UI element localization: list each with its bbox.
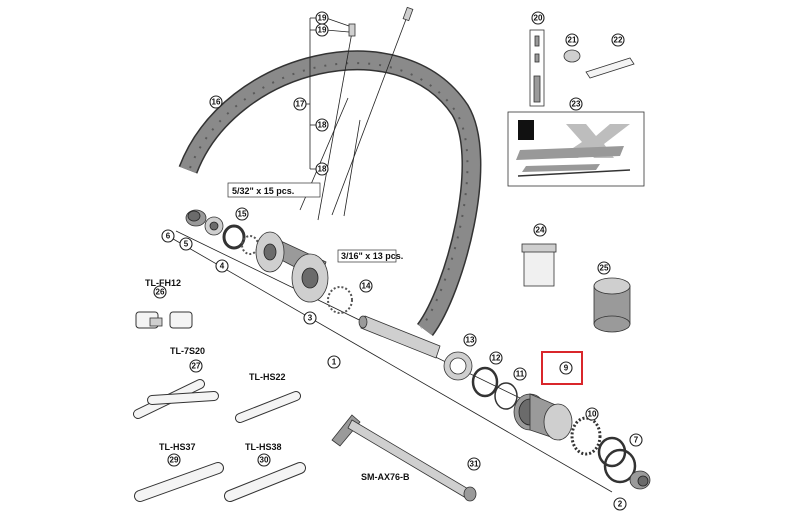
callout-29: 29 <box>167 453 181 467</box>
tool-tl-hs38 <box>224 462 306 502</box>
bearing-cup <box>593 277 631 333</box>
tool-tl-hs37 <box>134 462 224 502</box>
label-balls-small: 3/16" x 13 pcs. <box>341 251 403 261</box>
svg-text:12: 12 <box>492 354 501 363</box>
ball-box-large: 5/32" x 15 pcs. <box>227 182 321 198</box>
callout-20: 20 <box>531 11 545 25</box>
svg-text:11: 11 <box>516 370 525 379</box>
label-tl-hs37: TL-HS37 <box>159 442 196 452</box>
svg-text:30: 30 <box>260 456 269 465</box>
callout-30: 30 <box>257 453 271 467</box>
callout-3: 3 <box>303 311 317 325</box>
svg-text:2: 2 <box>618 500 623 509</box>
callout-11: 11 <box>513 367 527 381</box>
callout-27: 27 <box>189 359 203 373</box>
callout-4: 4 <box>215 259 229 273</box>
rim-tape <box>585 57 635 79</box>
svg-text:26: 26 <box>156 288 165 297</box>
svg-text:19: 19 <box>318 14 327 23</box>
svg-text:27: 27 <box>192 362 201 371</box>
callout-9: 9 <box>559 361 573 375</box>
svg-text:22: 22 <box>614 36 623 45</box>
label-tl-hs38: TL-HS38 <box>245 442 282 452</box>
callout-18b: 18 <box>315 162 329 176</box>
svg-text:19: 19 <box>318 26 327 35</box>
callout-13: 13 <box>463 333 477 347</box>
callout-19b: 19 <box>315 23 329 37</box>
callout-25: 25 <box>597 261 611 275</box>
nipple <box>348 23 356 37</box>
nipple <box>402 6 414 22</box>
svg-text:31: 31 <box>470 460 479 469</box>
svg-text:23: 23 <box>572 100 581 109</box>
callout-1: 1 <box>327 355 341 369</box>
callout-15: 15 <box>235 207 249 221</box>
svg-text:3: 3 <box>308 314 313 323</box>
callout-2: 2 <box>613 497 627 511</box>
svg-text:5: 5 <box>184 240 189 249</box>
rim <box>178 50 482 336</box>
callout-5: 5 <box>179 237 193 251</box>
label-tl-7s20: TL-7S20 <box>170 346 205 356</box>
hub-right-parts <box>443 351 518 410</box>
grease-jar <box>521 243 557 287</box>
callout-6: 6 <box>161 229 175 243</box>
callout-10: 10 <box>585 407 599 421</box>
callout-22: 22 <box>611 33 625 47</box>
hub-shell <box>255 231 353 314</box>
callout-19a: 19 <box>315 11 329 25</box>
svg-text:29: 29 <box>170 456 179 465</box>
callout-bracket-17 <box>300 17 350 170</box>
svg-text:25: 25 <box>600 264 609 273</box>
tool-tl-hs22 <box>235 391 301 423</box>
ball-box-small: 3/16" x 13 pcs. <box>337 249 403 263</box>
label-tl-hs22: TL-HS22 <box>249 372 286 382</box>
decal-set <box>507 111 645 187</box>
label-sm-ax76-b: SM-AX76-B <box>361 472 410 482</box>
svg-text:20: 20 <box>534 14 543 23</box>
svg-text:15: 15 <box>238 210 247 219</box>
svg-text:13: 13 <box>466 336 475 345</box>
label-tl-fh12: TL-FH12 <box>145 278 181 288</box>
svg-text:16: 16 <box>212 98 221 107</box>
callout-17: 17 <box>293 97 307 111</box>
hub-left-parts <box>185 209 259 255</box>
svg-text:1: 1 <box>332 358 337 367</box>
callout-21: 21 <box>565 33 579 47</box>
callout-7: 7 <box>629 433 643 447</box>
valve-set <box>529 29 545 107</box>
callout-16: 16 <box>209 95 223 109</box>
freehub-body <box>513 393 573 441</box>
end-cap-parts <box>570 416 651 490</box>
callout-31: 31 <box>467 457 481 471</box>
explosion-axis <box>167 235 613 493</box>
svg-text:14: 14 <box>362 282 371 291</box>
svg-text:18: 18 <box>318 121 327 130</box>
tool-tl-7s20 <box>133 379 219 419</box>
callout-23: 23 <box>569 97 583 111</box>
tube-valve-cap <box>563 49 581 63</box>
svg-text:4: 4 <box>220 262 225 271</box>
highlight-box <box>541 351 583 385</box>
hub-axle <box>358 315 441 359</box>
svg-text:7: 7 <box>634 436 639 445</box>
svg-text:9: 9 <box>564 364 569 373</box>
callout-12: 12 <box>489 351 503 365</box>
through-axle <box>331 414 477 502</box>
callout-18a: 18 <box>315 118 329 132</box>
svg-text:18: 18 <box>318 165 327 174</box>
svg-text:24: 24 <box>536 226 545 235</box>
callout-14: 14 <box>359 279 373 293</box>
svg-text:6: 6 <box>166 232 171 241</box>
svg-text:17: 17 <box>296 100 305 109</box>
svg-text:21: 21 <box>568 36 577 45</box>
tool-tl-fh12 <box>135 311 193 329</box>
callout-24: 24 <box>533 223 547 237</box>
callout-26: 26 <box>153 285 167 299</box>
svg-text:10: 10 <box>588 410 597 419</box>
label-balls-large: 5/32" x 15 pcs. <box>232 186 294 196</box>
